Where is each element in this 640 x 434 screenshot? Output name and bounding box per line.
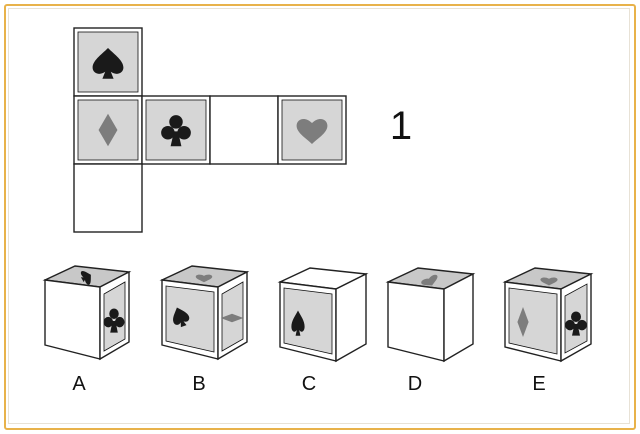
option-d-label[interactable]: D <box>407 373 423 395</box>
option-e-cube[interactable] <box>502 267 594 363</box>
option-a-label[interactable]: A <box>72 373 86 395</box>
option-c-cube[interactable] <box>277 267 369 363</box>
option-d-cube[interactable] <box>385 267 476 363</box>
net-face-spade <box>73 27 143 97</box>
option-e-label[interactable]: E <box>532 373 546 395</box>
option-c-label[interactable]: C <box>301 373 317 395</box>
question-number: 1 <box>389 104 413 148</box>
option-b-cube[interactable] <box>159 265 250 361</box>
net-face-club <box>141 95 211 165</box>
option-a-cube[interactable] <box>42 265 132 361</box>
net-face-blank-right <box>209 95 279 165</box>
image-inner-border <box>8 8 630 424</box>
net-face-heart <box>277 95 347 165</box>
net-face-diamond <box>73 95 143 165</box>
net-face-blank-bottom <box>73 163 143 233</box>
option-b-label[interactable]: B <box>192 373 206 395</box>
cube-net <box>73 27 347 233</box>
